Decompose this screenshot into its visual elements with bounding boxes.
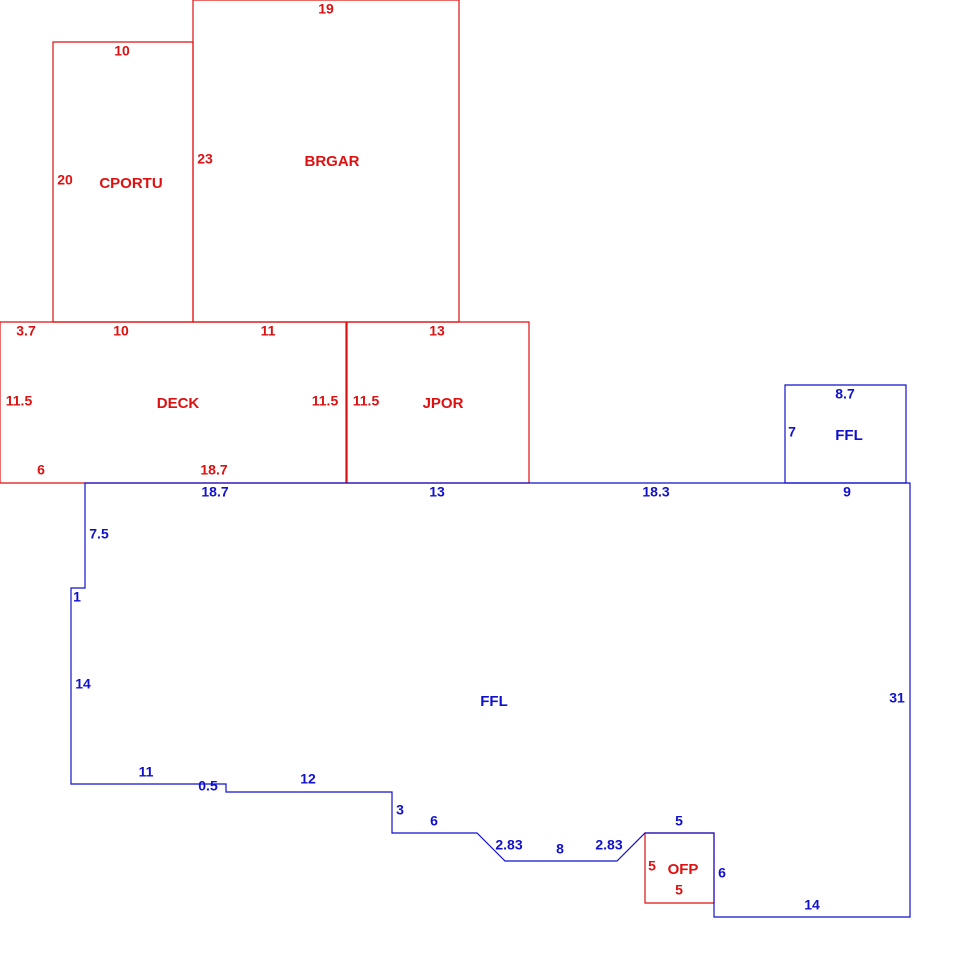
- ffl-dim-bottom-11: 14: [804, 897, 820, 913]
- deck-dim-bottom: 18.7: [200, 462, 227, 478]
- jpor-dim-top: 13: [429, 323, 445, 339]
- ffl-dim-left-upper: 7.5: [89, 526, 109, 542]
- ffl-small-dim-top: 8.7: [835, 386, 855, 402]
- ffl-dim-right: 31: [889, 690, 905, 706]
- ffl-dim-bottom-7: 8: [556, 841, 564, 857]
- ffl-small-area-label: FFL: [835, 427, 863, 444]
- ffl-small-dim-left: 7: [788, 424, 796, 440]
- ffl-dim-bottom-8: 2.83: [595, 837, 622, 853]
- brgar-dim-top: 19: [318, 1, 334, 17]
- deck-dim-top-left: 3.7: [16, 323, 36, 339]
- ofp-dim-left: 5: [648, 858, 656, 874]
- brgar-dim-left: 23: [197, 151, 213, 167]
- cportu-dim-left: 20: [57, 172, 73, 188]
- ofp-area-label: OFP: [668, 861, 699, 878]
- ffl-main-area-label: FFL: [480, 693, 508, 710]
- cportu-dim-top: 10: [114, 43, 130, 59]
- ffl-dim-bottom-6: 2.83: [495, 837, 522, 853]
- cportu-area-label: CPORTU: [99, 175, 162, 192]
- ffl-dim-bottom-1: 11: [139, 764, 154, 780]
- ffl-dim-bottom-5: 6: [430, 813, 438, 829]
- ffl-dim-top-2: 13: [429, 484, 445, 500]
- deck-dim-left: 11.5: [6, 393, 33, 409]
- brgar-area-label: BRGAR: [305, 153, 360, 170]
- ffl-dim-top-1: 18.7: [201, 484, 228, 500]
- ffl-dim-bottom-10: 6: [718, 865, 726, 881]
- ffl-dim-bottom-9: 5: [675, 813, 683, 829]
- deck-dim-top-mid: 10: [113, 323, 129, 339]
- ffl-small-dim-bottom: 9: [843, 484, 851, 500]
- ffl-dim-bottom-3: 12: [300, 771, 316, 787]
- blue-areas: 8.7 7 9 FFL 18.7 13 18.3 7.5 1 14 31 11 …: [70, 384, 911, 918]
- deck-area-label: DECK: [157, 395, 200, 412]
- ffl-dim-top-3: 18.3: [642, 484, 669, 500]
- deck-dim-top-right: 11: [261, 323, 276, 339]
- ffl-main-outline: [70, 482, 911, 918]
- ffl-dim-bottom-4: 3: [396, 802, 404, 818]
- ffl-dim-left-lower: 14: [75, 676, 91, 692]
- ffl-dim-left-step: 1: [73, 589, 81, 605]
- ofp-dim-bottom: 5: [675, 882, 683, 898]
- red-areas: 10 20 CPORTU 19 23 BRGAR 3.7 10 11 11.5 …: [0, 0, 715, 904]
- jpor-area-label: JPOR: [423, 395, 464, 412]
- ffl-dim-bottom-2: 0.5: [198, 778, 218, 794]
- jpor-dim-left: 11.5: [353, 393, 380, 409]
- deck-dim-right: 11.5: [312, 393, 339, 409]
- deck-dim-bottom-left: 6: [37, 462, 45, 478]
